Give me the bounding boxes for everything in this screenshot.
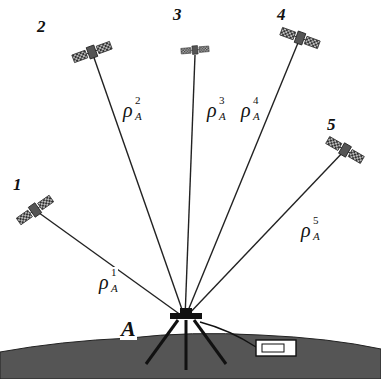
range-superscript: 4: [252, 95, 260, 106]
satellite-number: 5: [326, 116, 337, 133]
station-letter: A: [120, 318, 137, 340]
range-subscript: A: [134, 111, 143, 122]
range-symbol: ρ: [122, 100, 134, 120]
satellite-number: 2: [36, 18, 47, 35]
antenna-plate: [170, 313, 202, 319]
satellite-number: 1: [12, 176, 23, 193]
range-symbol: ρ: [98, 272, 110, 292]
range-superscript: 3: [218, 95, 226, 106]
receiver: [256, 340, 296, 356]
satellite-number: 3: [172, 6, 183, 23]
range-superscript: 1: [110, 267, 118, 278]
satellite-number: 4: [276, 6, 287, 23]
range-symbol: ρ: [206, 100, 218, 120]
range-subscript: A: [252, 111, 261, 122]
range-subscript: A: [110, 283, 119, 294]
range-symbol: ρ: [300, 220, 312, 240]
range-superscript: 2: [134, 95, 142, 106]
range-subscript: A: [312, 231, 321, 242]
range-symbol: ρ: [240, 100, 252, 120]
tripod: [146, 320, 226, 370]
satellites: [15, 26, 365, 227]
range-lines: [35, 38, 345, 318]
ground: [0, 334, 381, 379]
cable: [200, 322, 256, 347]
range-subscript: A: [218, 111, 227, 122]
antenna: [180, 308, 192, 313]
range-superscript: 5: [312, 215, 320, 226]
